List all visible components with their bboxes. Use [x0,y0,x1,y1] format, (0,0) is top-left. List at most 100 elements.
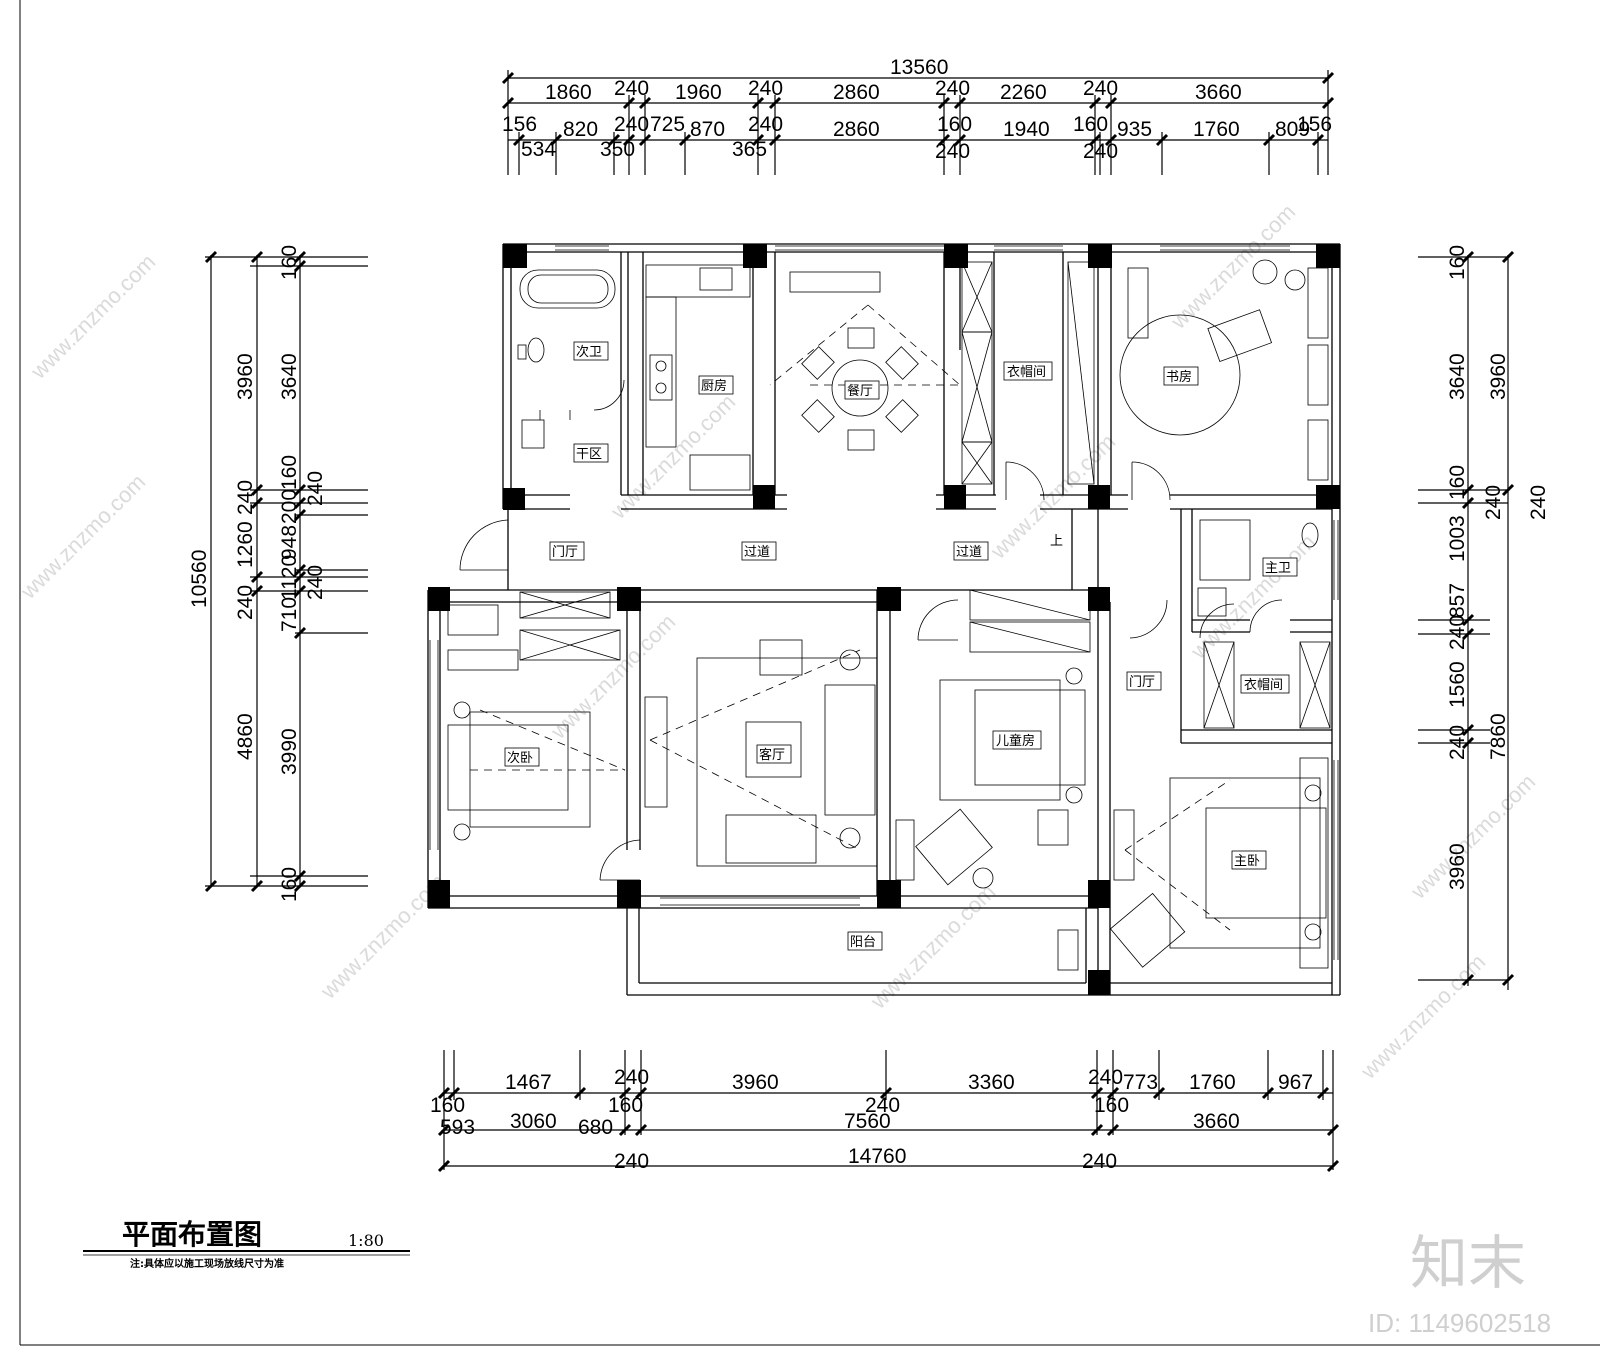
dim-label: 809 [1275,118,1310,141]
room-label-living-room: 客厅 [759,747,785,763]
drawing-scale: 1:80 [348,1231,384,1250]
dim-label: 3360 [968,1071,1015,1094]
room-label-kids-room: 儿童房 [996,733,1035,749]
toilet-icon [1301,522,1319,548]
room-label-corridor: 过道 [956,545,982,560]
centerlines [470,304,1231,931]
dim-label: 240 [614,77,649,100]
dim-label: 240 [1082,1150,1117,1173]
dim-label: 240 [614,1150,649,1173]
drawing-title: 平面布置图 [122,1218,262,1251]
watermark-text: www.znzmo.com [545,609,680,744]
dim-label: 870 [690,118,725,141]
dim-label: 2860 [833,118,880,141]
dim-label: 857 [1446,583,1469,618]
dim-label: 160 [278,867,301,902]
dim-label: 240 [865,1094,900,1117]
walls [427,243,1341,996]
dim-label: 365 [732,138,767,161]
left-dim-labels: 10560 3960 240 1260 240 4860 160 3640 16… [188,245,327,902]
bathtub-icon [519,269,616,309]
room-label-master-bath: 主卫 [1265,561,1291,576]
windows [429,245,1339,960]
dim-label: 7560 [844,1110,891,1133]
drawing-note: 注:具体应以施工现场放线尺寸为准 [130,1257,284,1270]
bed-icon [1205,807,1327,919]
doors [459,379,1283,881]
dim-label: 240 [234,480,257,515]
room-label-kitchen: 厨房 [701,378,727,394]
dim-label: 240 [1088,1066,1123,1089]
dim-label: 773 [1123,1071,1158,1094]
bottom-dim-ticks [437,1086,1340,1173]
dim-label: 3640 [278,353,301,400]
dim-label: 160 [1094,1094,1129,1117]
dim-label: 725 [650,113,685,136]
dim-label: 710 [278,597,301,632]
brand-logo: 知末 [1410,1229,1526,1297]
dim-label: 1260 [234,521,257,568]
dim-label: 3960 [1487,353,1510,400]
dim-label: 2860 [833,81,880,104]
dim-label: 160 [1446,465,1469,500]
left-dim-ticks [204,250,307,893]
furniture [447,259,1331,971]
dim-label: 240 [935,77,970,100]
dim-label: 240 [1446,615,1469,650]
dim-label: 14760 [848,1145,906,1168]
bottom-dimensions [443,1050,1334,1170]
room-labels: 次卫 干区 厨房 餐厅 衣帽间 书房 门厅 过道 过道 上 主卫 门厅 衣帽间 … [504,341,1298,951]
bed-icon [447,724,569,811]
dim-label: 160 [608,1094,643,1117]
dim-label: 240 [748,77,783,100]
dim-label: 240 [304,471,327,506]
dim-label: 1003 [1446,515,1469,562]
room-label-foyer: 门厅 [1129,675,1155,690]
dim-label: 820 [563,118,598,141]
dim-label: 3660 [1193,1110,1240,1133]
dim-label: 240 [1527,485,1550,520]
room-label-cloakroom: 衣帽间 [1007,364,1046,380]
watermark-text: www.znzmo.com [1355,949,1490,1084]
dim-label: 240 [1083,77,1118,100]
dim-label: 935 [1117,118,1152,141]
dim-label: 10560 [188,550,211,608]
dim-label: 240 [1083,140,1118,163]
watermark-text: www.znzmo.com [1405,769,1540,904]
bottom-dim-labels: 1467 240 3960 3360 240 773 1760 967 160 … [430,1066,1313,1173]
dim-label: 13560 [890,56,948,79]
dim-label: 240 [935,140,970,163]
dim-label: 240 [614,113,649,136]
top-dim-ticks [501,71,1335,147]
dim-label: 3960 [732,1071,779,1094]
dim-label: 3060 [510,1110,557,1133]
dim-label: 240 [748,113,783,136]
dim-label: 350 [600,138,635,161]
watermark-text: www.znzmo.com [25,249,160,384]
dim-label: 3640 [1446,353,1469,400]
dim-label: 967 [1278,1071,1313,1094]
dim-label: 1467 [505,1071,552,1094]
dim-label: 7860 [1487,713,1510,760]
dining-table-icon [831,359,889,417]
dim-label: 1940 [1003,118,1050,141]
sink-icon [521,419,545,449]
dim-label: 2260 [1000,81,1047,104]
dim-label: 160 [937,113,972,136]
dim-label: 1760 [1193,118,1240,141]
dim-label: 948 [278,525,301,560]
watermark-text: www.znzmo.com [1165,199,1300,334]
stove-icon [649,354,673,401]
dim-label: 1960 [675,81,722,104]
bed-icon [974,689,1086,786]
dim-label: 160 [1446,245,1469,280]
dim-label: 3960 [1446,843,1469,890]
brand-watermark: 知末 ID: 1149602518 [1368,1229,1551,1338]
dim-label: 3990 [278,728,301,775]
dim-label: 3960 [234,353,257,400]
top-dim-labels: 13560 1860 240 1960 240 2860 240 2260 24… [502,56,1332,163]
dim-label: 534 [521,138,556,161]
stair-up-label: 上 [1050,534,1063,549]
dim-label: 160 [1073,113,1108,136]
